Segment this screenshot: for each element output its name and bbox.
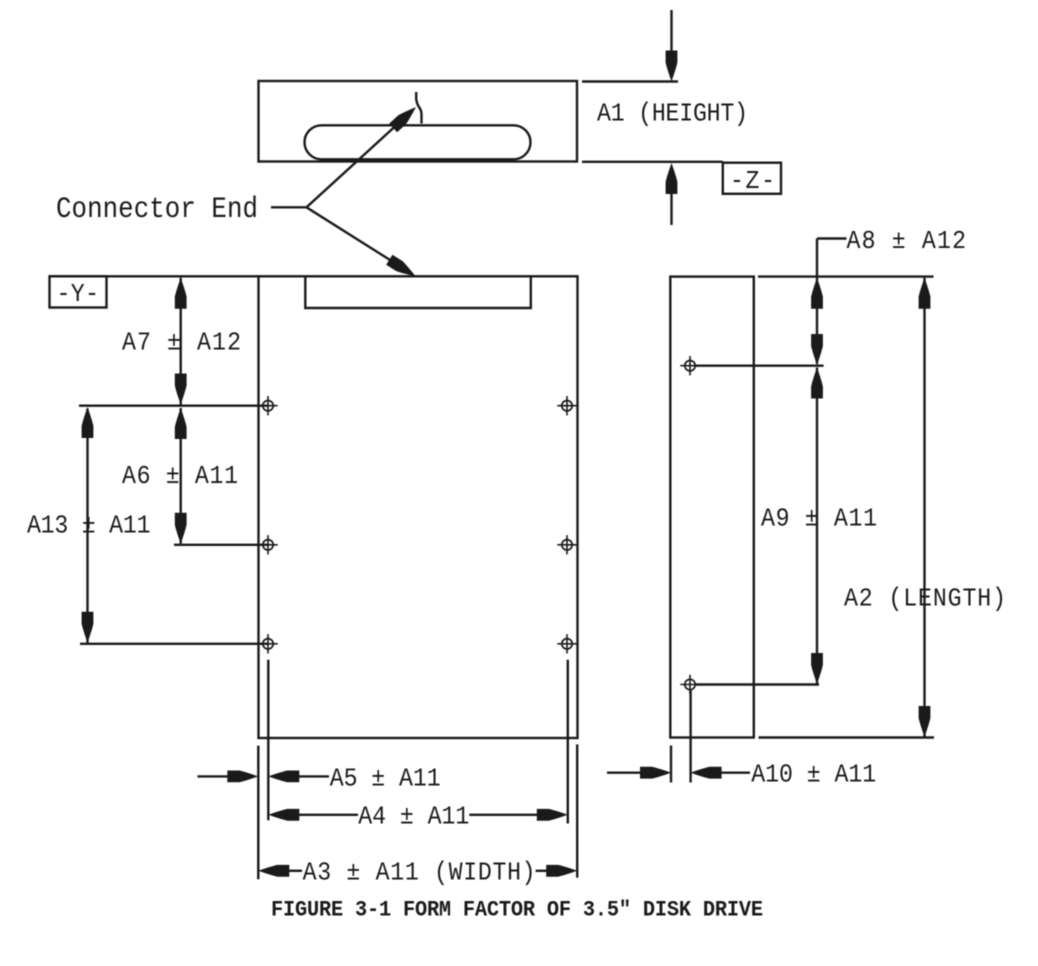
svg-text:A8 ± A12: A8 ± A12 bbox=[847, 227, 967, 257]
svg-text:A6 ± A11: A6 ± A11 bbox=[122, 462, 238, 492]
svg-text:Connector End: Connector End bbox=[56, 194, 258, 227]
svg-text:-Y-: -Y- bbox=[57, 280, 100, 310]
svg-text:A7 ± A12: A7 ± A12 bbox=[122, 328, 241, 358]
svg-text:A9 ± A11: A9 ± A11 bbox=[761, 504, 877, 534]
svg-text:A4 ± A11: A4 ± A11 bbox=[358, 803, 469, 833]
svg-text:A3 ± A11 (WIDTH): A3 ± A11 (WIDTH) bbox=[303, 859, 536, 889]
svg-text:-Z-: -Z- bbox=[730, 167, 775, 197]
svg-text:A2 (LENGTH): A2 (LENGTH) bbox=[844, 584, 1006, 614]
svg-text:A1 (HEIGHT): A1 (HEIGHT) bbox=[597, 99, 748, 129]
svg-text:A5 ± A11: A5 ± A11 bbox=[330, 764, 441, 794]
svg-text:A10 ± A11: A10 ± A11 bbox=[751, 761, 876, 791]
svg-text:A13 ± A11: A13 ± A11 bbox=[27, 511, 151, 541]
svg-text:FIGURE 3-1 FORM FACTOR OF 3.5": FIGURE 3-1 FORM FACTOR OF 3.5" DISK DRIV… bbox=[271, 898, 763, 923]
